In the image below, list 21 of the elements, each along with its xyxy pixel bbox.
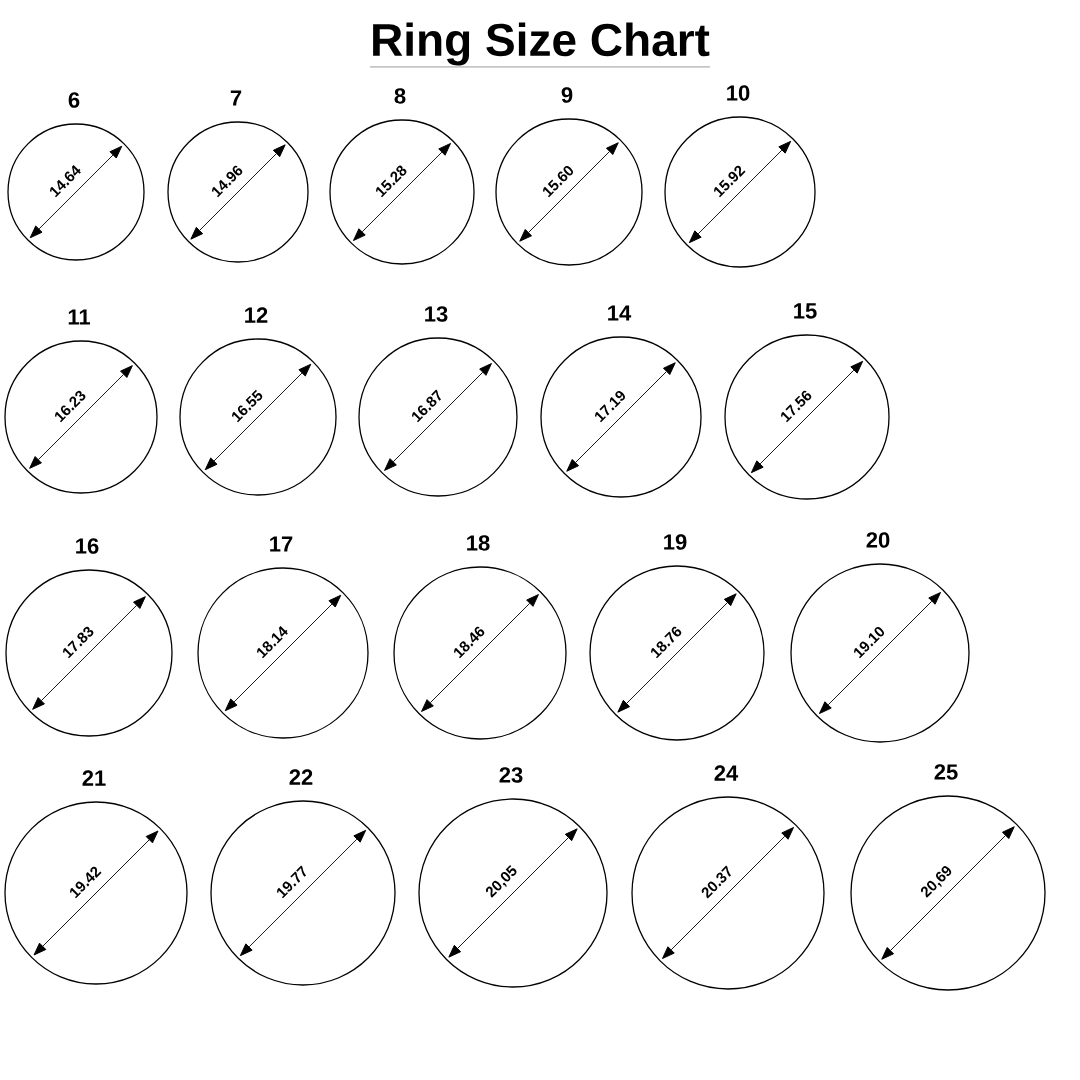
size-label: 8 [394, 88, 406, 104]
size-label: 17 [270, 536, 293, 552]
size-label: 9 [561, 87, 573, 103]
size-label: 7 [230, 90, 242, 106]
size-label: 23 [499, 767, 523, 783]
size-label: 19 [664, 534, 687, 550]
size-label: 12 [245, 307, 268, 323]
size-label: 13 [425, 306, 448, 322]
size-label: 21 [82, 770, 106, 786]
size-label: 20 [866, 532, 890, 548]
size-label: 15 [794, 303, 817, 319]
size-label: 14 [608, 305, 632, 321]
size-label: 11 [68, 309, 90, 325]
title: Ring Size Chart [369, 22, 711, 68]
size-label: 6 [68, 92, 80, 108]
size-label: 24 [714, 765, 739, 781]
size-label: 22 [289, 769, 313, 785]
size-label: 18 [467, 535, 490, 551]
size-label: 10 [727, 85, 750, 101]
size-label: 16 [76, 538, 99, 554]
size-label: 25 [934, 764, 958, 780]
